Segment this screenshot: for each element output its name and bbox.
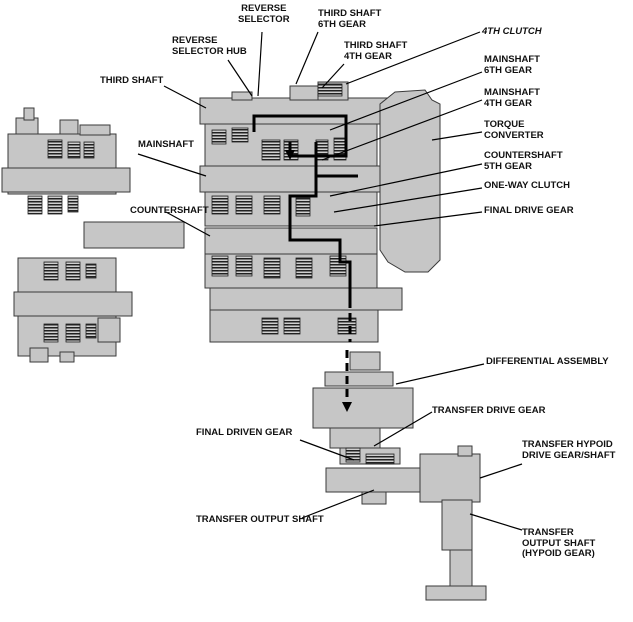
label-third-shaft-4th-gear: THIRD SHAFT 4TH GEAR	[344, 40, 408, 62]
left-section-view	[1, 107, 185, 363]
label-transfer-output-shaft-hypoid-gear: TRANSFER OUTPUT SHAFT (HYPOID GEAR)	[522, 527, 596, 559]
label-reverse-selector-hub: REVERSE SELECTOR HUB	[172, 35, 247, 57]
shaft-gear-packs	[211, 83, 357, 335]
label-third-shaft: THIRD SHAFT	[100, 75, 164, 86]
label-transfer-drive-gear: TRANSFER DRIVE GEAR	[432, 405, 546, 416]
label-mainshaft-6th-gear: MAINSHAFT 6TH GEAR	[484, 54, 540, 76]
label-differential-assembly: DIFFERENTIAL ASSEMBLY	[486, 356, 609, 367]
label-third-shaft-6th-gear: THIRD SHAFT 6TH GEAR	[318, 8, 382, 30]
label-final-drive-gear: FINAL DRIVE GEAR	[484, 205, 574, 216]
label-reverse-selector: REVERSE SELECTOR	[238, 3, 290, 25]
power-flow-arrowhead-upper	[285, 150, 295, 160]
differential-transfer-housings	[312, 351, 487, 601]
left-section-clutch-packs	[27, 139, 97, 343]
label-final-driven-gear: FINAL DRIVEN GEAR	[196, 427, 293, 438]
label-transfer-hypoid-drive-gear-shaft: TRANSFER HYPOID DRIVE GEAR/SHAFT	[522, 439, 616, 461]
label-4th-clutch: 4TH CLUTCH	[482, 26, 542, 37]
label-countershaft: COUNTERSHAFT	[130, 205, 209, 216]
power-flow-dashed-line	[345, 300, 352, 402]
label-mainshaft: MAINSHAFT	[138, 139, 194, 150]
power-flow-arrowhead	[342, 402, 352, 412]
label-countershaft-5th-gear: COUNTERSHAFT 5TH GEAR	[484, 150, 563, 172]
label-mainshaft-4th-gear: MAINSHAFT 4TH GEAR	[484, 87, 540, 109]
label-transfer-output-shaft: TRANSFER OUTPUT SHAFT	[196, 514, 324, 525]
label-torque-converter: TORQUE CONVERTER	[484, 119, 544, 141]
leader-lines	[137, 31, 523, 531]
label-one-way-clutch: ONE-WAY CLUTCH	[484, 180, 571, 191]
